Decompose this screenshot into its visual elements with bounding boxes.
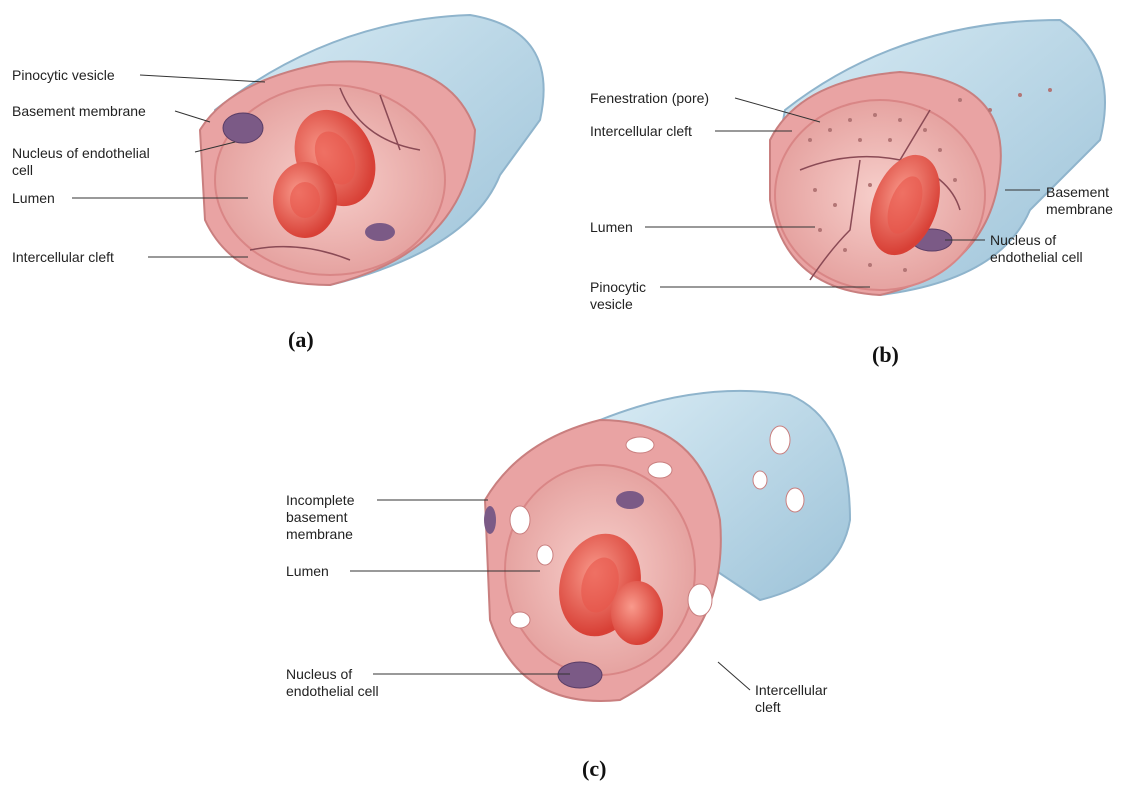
panel-c-rbc-2: [611, 581, 663, 645]
panel-c-nucleus-1: [558, 662, 602, 688]
caption-b: (b): [872, 342, 899, 368]
label-b-lumen: Lumen: [590, 219, 633, 236]
label-b-fenestration: Fenestration (pore): [590, 90, 709, 107]
caption-c: (c): [582, 756, 606, 782]
label-c-incomplete-basement-membrane: Incomplete basement membrane: [286, 492, 354, 543]
panel-a-nucleus-2: [365, 223, 395, 241]
leader-a-pinocytic-vesicle: [140, 75, 265, 82]
panel-c-illustration: [350, 391, 850, 701]
label-b-basement-membrane: Basement membrane: [1046, 184, 1113, 218]
label-c-intercellular-cleft: Intercellular cleft: [755, 682, 827, 716]
leader-c-intercellular-cleft: [718, 662, 750, 690]
label-a-basement-membrane: Basement membrane: [12, 103, 146, 120]
label-a-intercellular-cleft: Intercellular cleft: [12, 249, 114, 266]
label-b-intercellular-cleft: Intercellular cleft: [590, 123, 692, 140]
label-c-lumen: Lumen: [286, 563, 329, 580]
label-a-nucleus: Nucleus of endothelial cell: [12, 145, 150, 179]
panel-a-nucleus-1: [223, 113, 263, 143]
label-a-pinocytic-vesicle: Pinocytic vesicle: [12, 67, 115, 84]
label-b-pinocytic-vesicle: Pinocytic vesicle: [590, 279, 646, 313]
panel-a-rbc-2-dimple: [290, 182, 320, 218]
caption-a: (a): [288, 327, 314, 353]
leader-a-basement-membrane: [175, 111, 210, 122]
panel-c-nucleus-2: [616, 491, 644, 509]
label-c-nucleus: Nucleus of endothelial cell: [286, 666, 379, 700]
panel-c-nucleus-3: [484, 506, 496, 534]
label-b-nucleus: Nucleus of endothelial cell: [990, 232, 1083, 266]
label-a-lumen: Lumen: [12, 190, 55, 207]
